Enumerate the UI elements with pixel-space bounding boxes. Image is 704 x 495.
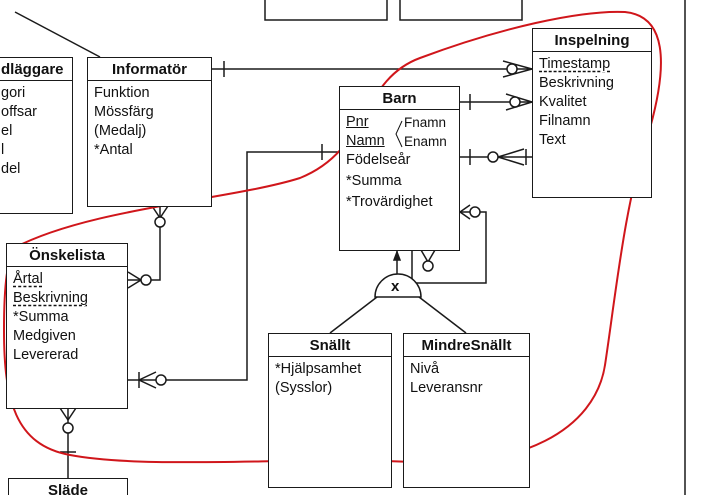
attribute: Levererad (13, 347, 79, 363)
relation-informator-onskelista (128, 206, 161, 281)
attribute: Beskrivning (539, 75, 614, 91)
entity-title: dläggare (0, 58, 72, 81)
entity-title: Inspelning (533, 29, 651, 52)
entity-title: Informatör (88, 58, 211, 81)
entity-inspelning: Inspelning Timestamp Beskrivning Kvalite… (532, 28, 652, 198)
relation-line-top (14, 11, 101, 58)
attribute: el (1, 123, 13, 139)
attribute: gori (1, 85, 26, 101)
entity-onskelista: Önskelista Årtal Beskrivning *Summa Medg… (6, 243, 128, 409)
entity-informator: Informatör Funktion Mössfärg (Medalj) *A… (87, 57, 212, 207)
attribute: *Summa (346, 173, 402, 189)
entity-title: Önskelista (7, 244, 127, 267)
disjoint-symbol-label: x (391, 278, 400, 295)
top-entity-partial-1 (264, 0, 388, 21)
entity-title: Snällt (269, 334, 391, 357)
entity-title: Släde (47, 482, 89, 495)
disjoint-symbol-shape (374, 273, 422, 298)
composite-bracket (395, 120, 403, 148)
attribute: Leveransnr (410, 380, 483, 396)
attribute: *Antal (94, 142, 133, 158)
relation-barn-onskelista (128, 151, 339, 381)
attribute: *Trovärdighet (346, 194, 433, 210)
entity-barn: Barn Pnr Namn Fnamn Enamn Födelseår *Sum… (339, 86, 460, 251)
attribute: *Summa (13, 309, 69, 325)
attribute-part: Enamn (404, 134, 447, 149)
entity-title: MindreSnällt (404, 334, 529, 357)
attribute: Mössfärg (94, 104, 154, 120)
attribute: *Hjälpsamhet (275, 361, 362, 377)
attribute: offsar (1, 104, 38, 120)
attribute: Nivå (410, 361, 440, 377)
entity-mindresnallt: MindreSnällt Nivå Leveransnr (403, 333, 530, 488)
attribute-key: Pnr (346, 114, 369, 130)
attribute-partial-key: Årtal (13, 271, 43, 287)
attribute: (Medalj) (94, 123, 147, 139)
attribute: Medgiven (13, 328, 76, 344)
attribute: (Sysslor) (275, 380, 333, 396)
entity-utdelare: dläggare gori offsar el l del (0, 57, 73, 214)
attribute: del (1, 161, 21, 177)
attribute-key: Namn (346, 133, 385, 149)
attribute: Födelseår (346, 152, 411, 168)
attribute: Filnamn (539, 113, 591, 129)
attribute-partial-key: Timestamp (539, 56, 611, 72)
attribute: Text (539, 132, 566, 148)
entity-snallt: Snällt *Hjälpsamhet (Sysslor) (268, 333, 392, 488)
attribute-partial-key: Beskrivning (13, 290, 88, 306)
entity-slade: Släde (8, 478, 128, 495)
top-entity-partial-2 (399, 0, 523, 21)
entity-title: Barn (340, 87, 459, 110)
attribute: Funktion (94, 85, 150, 101)
attribute: l (1, 142, 5, 158)
attribute: Kvalitet (539, 94, 587, 110)
attribute-part: Fnamn (404, 115, 447, 130)
